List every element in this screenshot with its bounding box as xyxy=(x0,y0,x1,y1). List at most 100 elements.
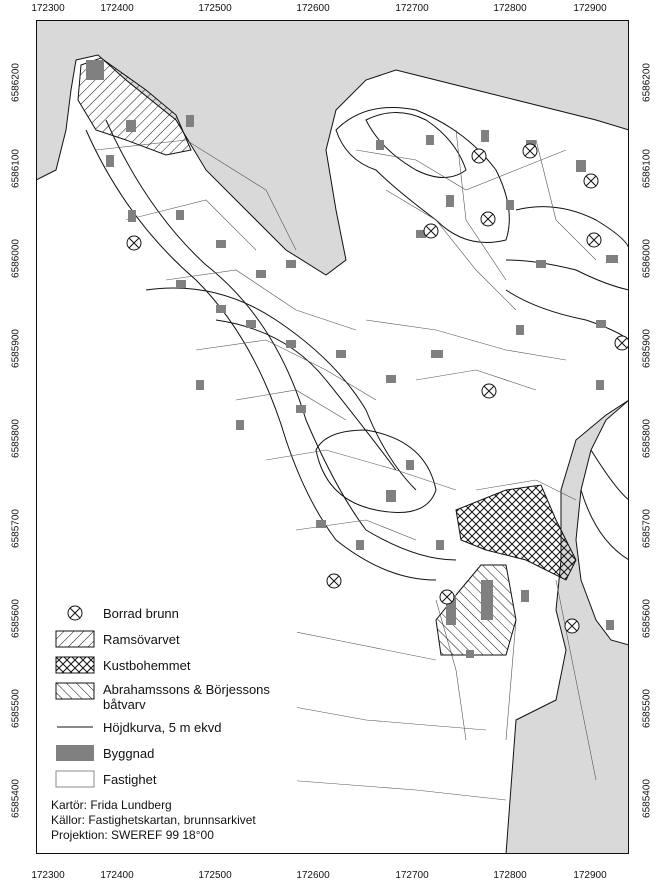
x-tick-bottom: 172700 xyxy=(395,870,429,881)
x-tick-top: 172500 xyxy=(198,3,232,14)
x-tick-top: 172700 xyxy=(395,3,429,14)
y-tick-left: 6585600 xyxy=(10,599,22,638)
legend-label: Kustbohemmet xyxy=(103,658,191,673)
legend-label: Fastighet xyxy=(103,772,157,787)
y-tick-right: 6585600 xyxy=(641,599,653,638)
y-tick-right: 6586000 xyxy=(641,239,653,278)
building xyxy=(386,375,396,383)
buildings xyxy=(86,60,618,658)
sources-credit: Källor: Fastighetskartan, brunnsarkivet xyxy=(51,813,256,827)
building xyxy=(576,160,586,172)
well-marker xyxy=(564,618,580,634)
ramsovarvet-area xyxy=(77,57,192,156)
building xyxy=(426,135,434,145)
building xyxy=(606,620,614,630)
building xyxy=(176,210,184,220)
legend-item-batvarv: Abrahamssons & Börjessons båtvarv xyxy=(47,682,297,718)
building xyxy=(606,255,618,263)
building xyxy=(436,540,444,550)
legend-item-contour: Höjdkurva, 5 m ekvd xyxy=(47,718,297,742)
y-tick-right: 6585700 xyxy=(641,509,653,548)
building xyxy=(126,120,136,132)
building xyxy=(106,155,114,167)
well-marker xyxy=(522,143,538,159)
y-tick-left: 6586100 xyxy=(10,149,22,188)
building xyxy=(416,230,426,238)
building xyxy=(481,580,493,620)
building xyxy=(446,195,454,207)
building xyxy=(236,420,244,430)
building xyxy=(216,305,226,313)
well-marker xyxy=(480,211,496,227)
building xyxy=(296,405,306,413)
building xyxy=(316,520,326,528)
legend-item-property: Fastighet xyxy=(47,770,297,794)
building xyxy=(336,350,346,358)
well-marker xyxy=(423,223,439,239)
building xyxy=(286,340,296,348)
building xyxy=(596,380,604,390)
building xyxy=(466,650,474,658)
building xyxy=(506,200,514,210)
building xyxy=(521,590,529,602)
y-tick-left: 6585400 xyxy=(10,779,22,818)
well-marker xyxy=(586,232,602,248)
legend-item-kustbohemmet: Kustbohemmet xyxy=(47,656,297,680)
legend-label: Abrahamssons & Börjessons båtvarv xyxy=(103,682,270,712)
contour-line-icon xyxy=(57,726,93,728)
building xyxy=(246,320,256,328)
x-tick-bottom: 172300 xyxy=(31,870,65,881)
building xyxy=(386,490,396,502)
building xyxy=(596,320,606,328)
cartographer-credit: Kartör: Frida Lundberg xyxy=(51,798,172,812)
building xyxy=(186,115,194,127)
building-swatch-icon xyxy=(56,745,94,761)
y-tick-left: 6586000 xyxy=(10,239,22,278)
building xyxy=(86,60,104,80)
y-tick-right: 6585900 xyxy=(641,329,653,368)
x-tick-top: 172600 xyxy=(296,3,330,14)
building xyxy=(216,240,226,248)
y-tick-right: 6586200 xyxy=(641,63,653,102)
building xyxy=(176,280,186,288)
x-tick-bottom: 172600 xyxy=(296,870,330,881)
y-tick-left: 6585700 xyxy=(10,509,22,548)
well-marker xyxy=(326,573,342,589)
y-tick-right: 6586100 xyxy=(641,149,653,188)
contour-lines xyxy=(85,107,629,581)
building xyxy=(356,540,364,550)
reverse-hatch-icon xyxy=(55,682,95,700)
property-swatch-icon xyxy=(55,770,95,788)
y-tick-right: 6585400 xyxy=(641,779,653,818)
building xyxy=(256,270,266,278)
x-tick-top: 172900 xyxy=(573,3,607,14)
building xyxy=(431,350,443,358)
circle-cross-icon xyxy=(67,605,83,621)
x-tick-top: 172800 xyxy=(493,3,527,14)
drilled-wells xyxy=(126,143,629,634)
y-tick-left: 6585900 xyxy=(10,329,22,368)
well-marker xyxy=(439,589,455,605)
well-marker xyxy=(471,148,487,164)
x-tick-bottom: 172500 xyxy=(198,870,232,881)
building xyxy=(446,595,456,625)
batvarv-area xyxy=(435,564,517,656)
well-marker xyxy=(481,383,497,399)
legend-label: Borrad brunn xyxy=(103,606,179,621)
land-area-east xyxy=(575,399,629,646)
building xyxy=(196,380,204,390)
building xyxy=(406,460,414,470)
x-tick-top: 172400 xyxy=(100,3,134,14)
building xyxy=(481,130,489,142)
well-marker xyxy=(614,335,629,351)
y-tick-right: 6585500 xyxy=(641,689,653,728)
legend-label: Ramsövarvet xyxy=(103,632,180,647)
diagonal-hatch-icon xyxy=(55,630,95,648)
well-marker xyxy=(583,173,599,189)
kustbohemmet-area xyxy=(455,484,577,581)
legend: Borrad brunn Ramsövarvet Kustbohemmet Ab… xyxy=(47,598,297,848)
legend-label: Byggnad xyxy=(103,746,155,761)
y-tick-left: 6585800 xyxy=(10,419,22,458)
legend-item-building: Byggnad xyxy=(47,744,297,768)
